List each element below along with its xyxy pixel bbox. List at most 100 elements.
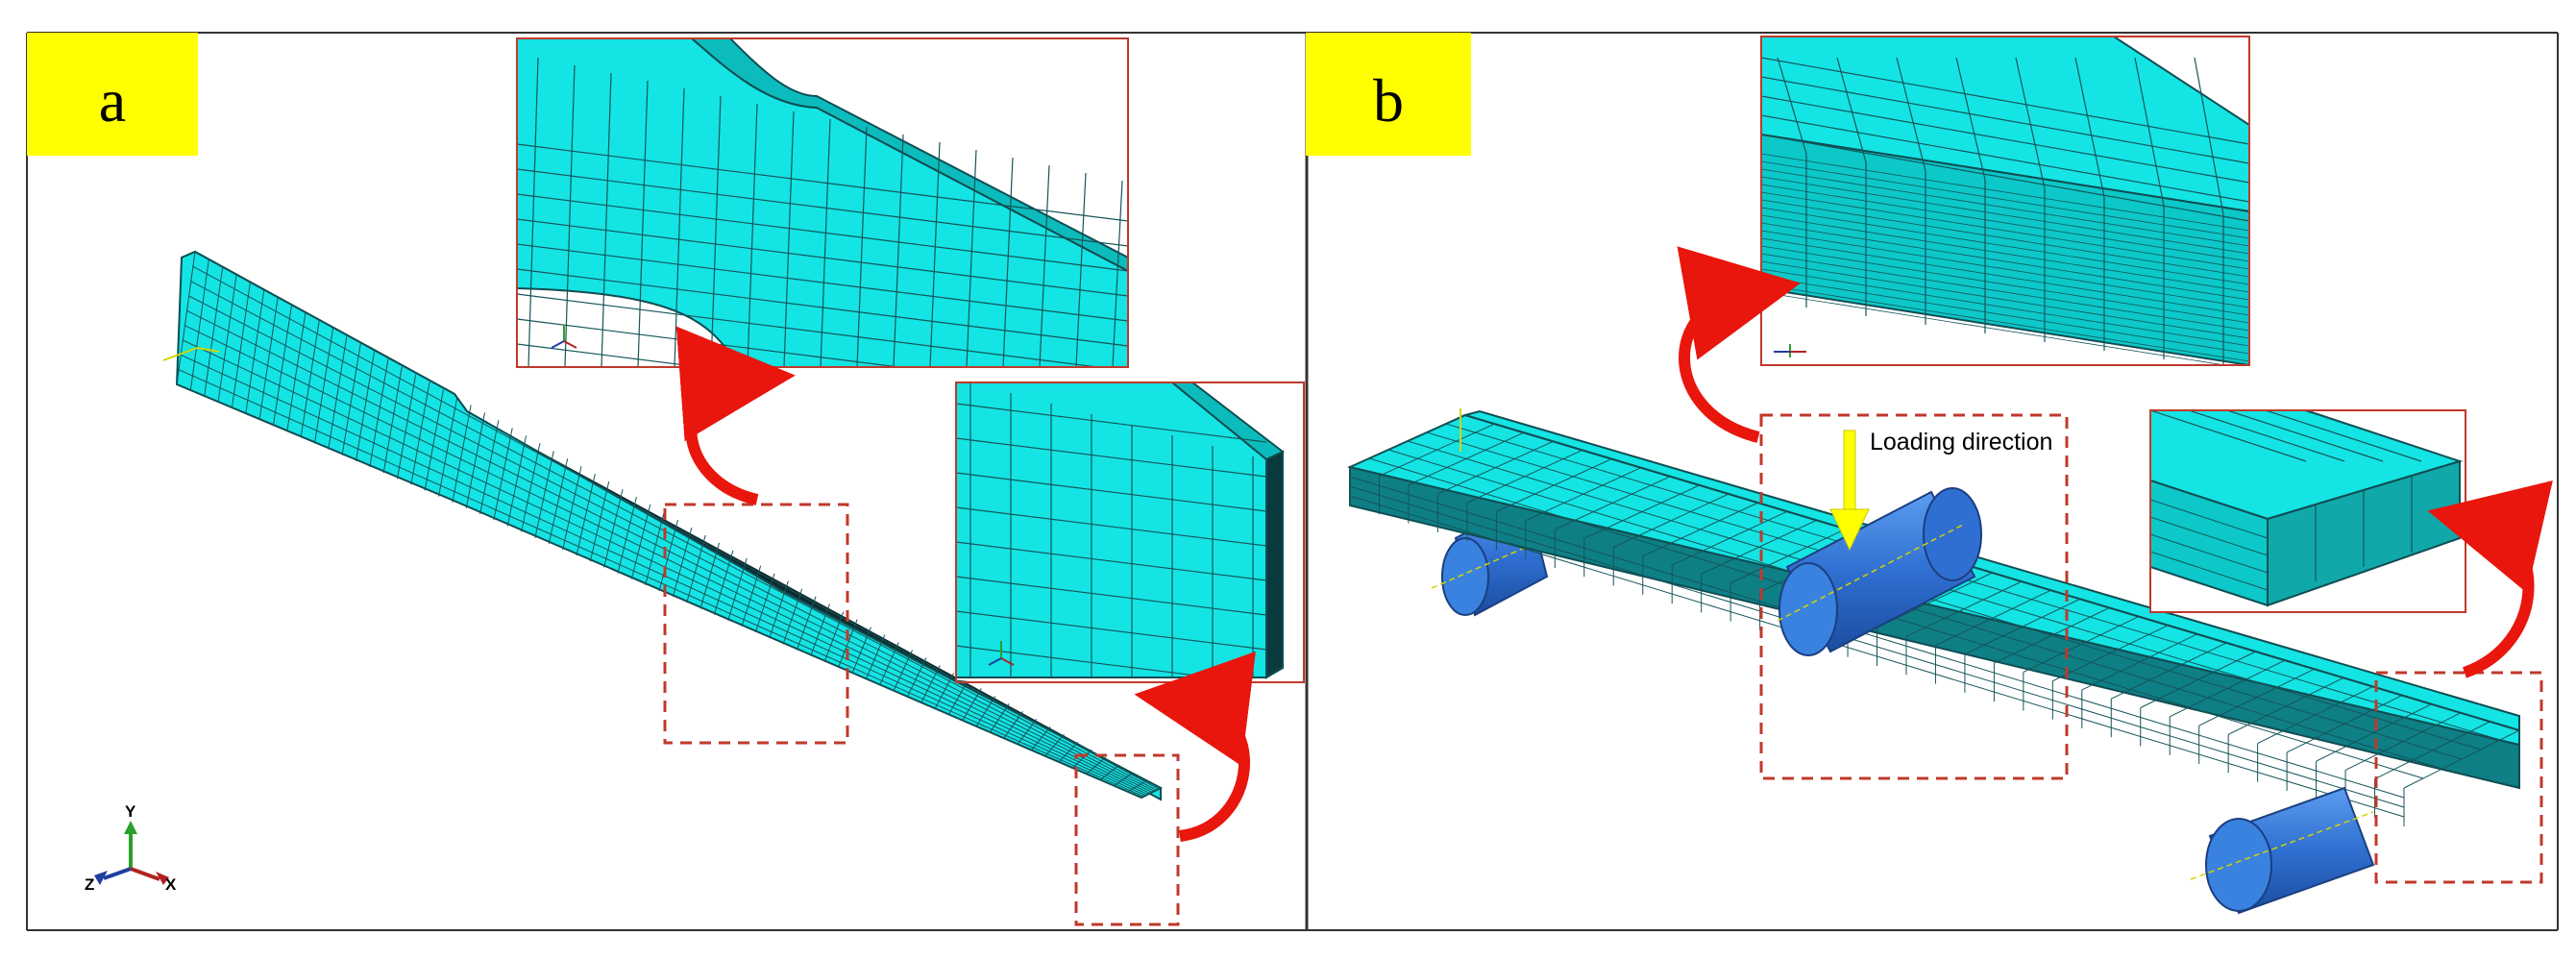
mesh-line [956,576,1267,616]
mesh-line [601,72,612,367]
mesh-line [576,474,596,556]
mesh-line [1002,157,1014,367]
mesh-line [2188,410,2345,462]
mesh-line [217,274,237,403]
mesh-line [645,511,665,585]
mesh-line [341,343,361,455]
mesh-line [1058,741,1079,763]
mesh-line [727,557,748,621]
specimen-mesh-face [175,250,1164,800]
mesh-line [929,141,941,367]
mesh-line [710,95,722,367]
inset-beam-end-mesh-lines [2150,410,2461,596]
mesh-line [603,488,624,568]
mesh-line [178,369,1144,798]
mesh-line [1761,76,2249,164]
mesh-line [300,320,320,438]
mesh-line [674,87,685,367]
mesh-line [1112,180,1123,367]
mesh-line [517,243,1128,322]
mesh-line [1114,772,1134,787]
mesh-line [699,542,721,609]
mesh-line [517,293,1103,367]
mesh-line [1761,57,2249,145]
mesh-line [1044,733,1065,757]
loading-roller [1777,487,1982,656]
mesh-line [517,318,904,367]
mesh-line [1003,710,1023,739]
mesh-line [686,534,706,603]
axis-label-z: Z [85,875,94,894]
mesh-line [934,673,955,710]
mesh-line [2265,410,2422,462]
mesh-line [1761,168,2249,247]
mesh-line [517,143,1128,222]
mesh-line [823,611,845,662]
mesh-line [1896,57,1926,172]
loading-direction-indicator: Loading direction [1829,429,2052,552]
mesh-line [1387,449,2443,770]
callout-arrow-end [2427,480,2554,678]
mesh-line [186,309,1153,793]
inset-layers-mesh-lines [1761,57,2249,365]
mesh-line [369,358,389,468]
mesh-line [962,688,982,722]
mesh-line [465,412,485,509]
mesh-line [204,266,224,397]
mesh-line [856,126,868,367]
mesh-line [2150,551,2269,591]
mesh-line [2303,410,2461,462]
specimen-mesh-lines [176,251,1162,799]
panel-a: a [27,33,1305,926]
mesh-line [190,281,1157,791]
mesh-line [2015,57,2046,189]
mesh-line [769,580,789,639]
mesh-line [1955,57,1986,181]
mesh-line [479,420,500,515]
mesh-line [893,134,904,367]
mesh-line [1761,114,2249,203]
mesh-line [517,168,1128,247]
mesh-line [1761,199,2249,278]
mesh-line [438,397,458,497]
mesh-line [2150,516,2269,556]
mesh-line [1761,260,2249,339]
mesh-line [658,519,678,592]
zoom-region-center [1759,413,2069,780]
inset-transition-closeup [516,37,1129,368]
mesh-line [1086,756,1106,775]
mesh-line [617,496,637,574]
panel-a-label-box [27,33,198,156]
inset-beam-end-closeup [2149,409,2466,613]
mesh-line [382,366,403,474]
mesh-line [355,351,376,461]
mesh-line [424,389,444,491]
mesh-line [410,382,430,485]
mesh-line [1761,184,2249,262]
mesh-line [637,80,649,367]
axis-triad: Y X Z [85,802,177,894]
mesh-line [286,312,307,432]
mesh-line [562,466,582,551]
mesh-line [231,282,251,408]
inset-transition-mesh-lines [517,57,1128,367]
mesh-line [1761,283,2249,362]
mesh-line [810,603,830,656]
panel-b-label-box [1306,33,1471,156]
tensile-specimen [162,250,1164,801]
mesh-line [956,437,1267,478]
mesh-line [189,258,209,391]
mesh-line [837,619,858,669]
beam-mesh-lines [1349,414,2520,826]
inset-layers-closeup [1760,36,2250,366]
mesh-line [517,343,705,367]
mesh-line [521,443,541,532]
mesh-line [947,680,969,716]
mesh-line [258,297,279,420]
mesh-line [1761,222,2249,301]
mesh-line [1761,176,2249,255]
mesh-line [783,111,795,367]
mesh-line [1761,207,2249,285]
mesh-line [1761,253,2249,332]
mesh-line [589,481,610,562]
